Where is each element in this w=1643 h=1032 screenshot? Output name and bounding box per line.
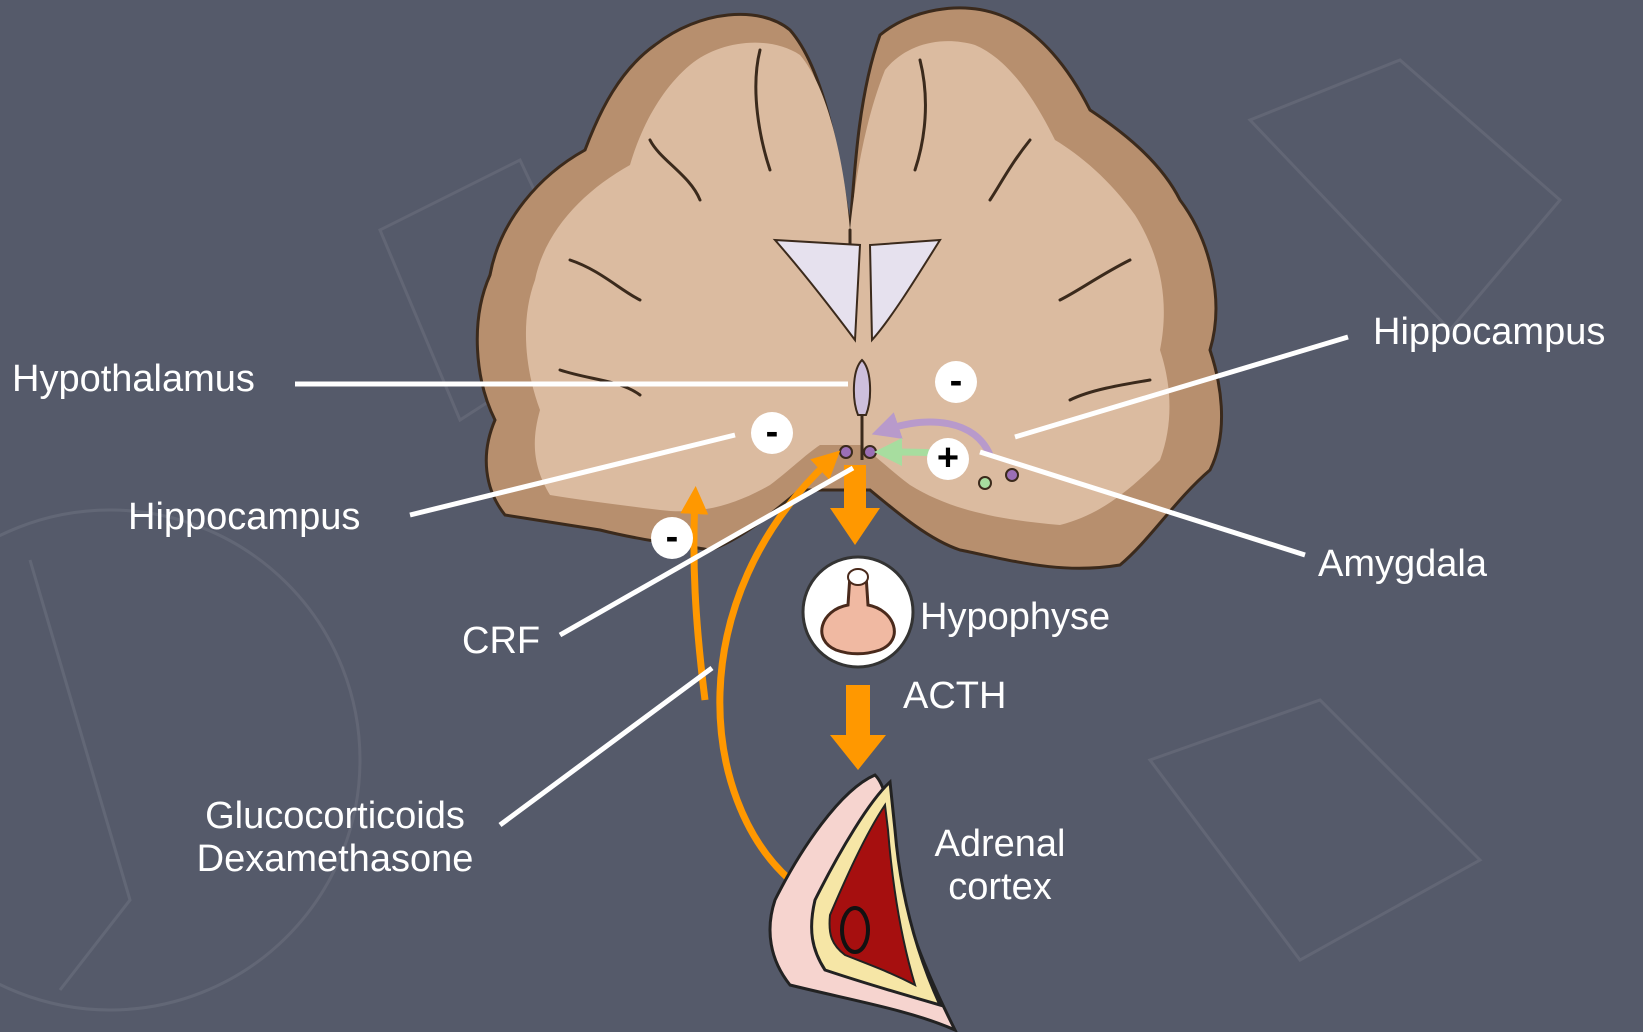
inhibit-sign-hippocampus-left: - <box>751 412 793 454</box>
label-amygdala: Amygdala <box>1318 543 1487 586</box>
label-glucocorticoids-line1: Glucocorticoids <box>180 795 490 838</box>
third-ventricle <box>854 360 870 415</box>
label-glucocorticoids: Glucocorticoids Dexamethasone <box>180 795 490 881</box>
label-acth: ACTH <box>903 675 1006 718</box>
leader-glucocorticoids <box>500 668 712 825</box>
label-hippocampus-right: Hippocampus <box>1373 311 1605 354</box>
inhibit-sign-hippocampus-right: - <box>935 361 977 403</box>
excite-sign-amygdala: + <box>927 438 969 480</box>
hypophyse-graphic <box>803 557 913 667</box>
label-adrenal-line1: Adrenal <box>910 823 1090 866</box>
label-dexamethasone-line2: Dexamethasone <box>180 838 490 881</box>
inhibit-sign-feedback: - <box>651 517 693 559</box>
label-hypothalamus: Hypothalamus <box>12 358 255 401</box>
label-cortex-line2: cortex <box>910 866 1090 909</box>
label-hypophyse: Hypophyse <box>920 596 1110 639</box>
label-hippocampus-left: Hippocampus <box>128 496 360 539</box>
label-adrenal-cortex: Adrenal cortex <box>910 823 1090 909</box>
label-crf: CRF <box>462 620 540 663</box>
